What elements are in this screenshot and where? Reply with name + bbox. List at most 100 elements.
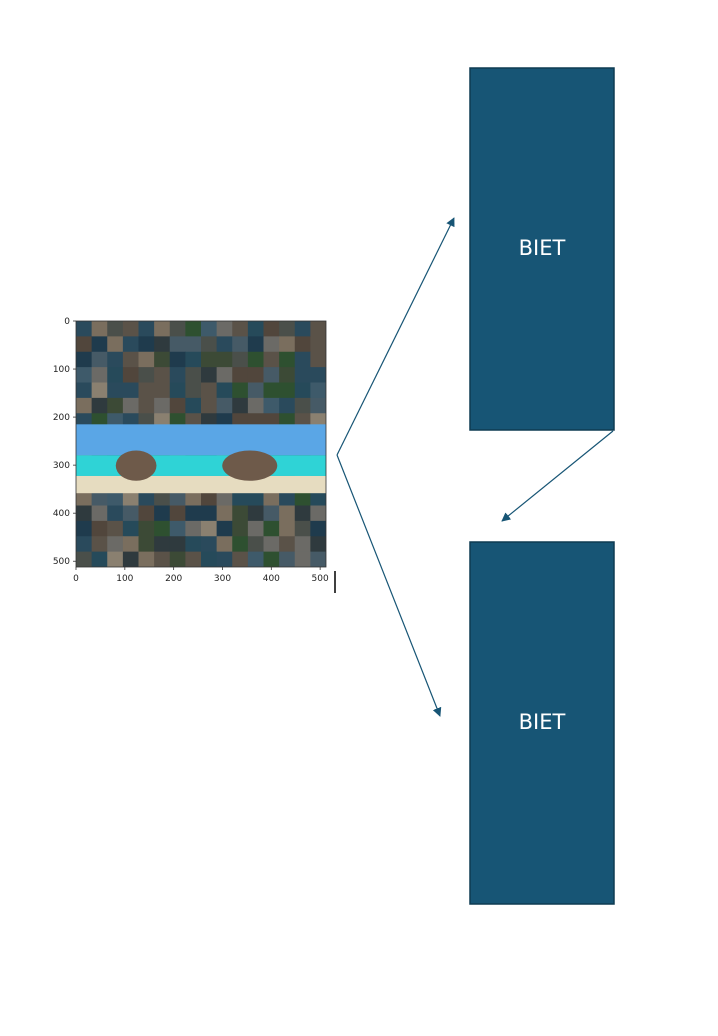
mosaic-tile (138, 351, 155, 368)
mosaic-tile (232, 490, 249, 506)
x-tick-label: 0 (73, 574, 79, 584)
mosaic-tile (76, 351, 93, 368)
mosaic-tile (263, 351, 280, 368)
mosaic-tile (247, 505, 264, 522)
mosaic-tile (294, 536, 311, 553)
mosaic-tile (138, 551, 155, 567)
mosaic-tile (76, 551, 93, 567)
image-frame (75, 320, 327, 568)
mosaic-tile (201, 382, 218, 399)
mosaic-tile (138, 382, 155, 399)
mosaic-tile (154, 520, 171, 537)
beach-sky (168, 424, 294, 456)
mosaic-tile (185, 321, 202, 337)
mosaic-tile (279, 551, 296, 567)
mosaic-tile (107, 336, 124, 353)
mosaic-tile (310, 490, 326, 506)
mosaic-tile (138, 367, 155, 383)
mosaic-tile (201, 321, 218, 337)
mosaic-tile (138, 490, 155, 506)
mosaic-tile (247, 367, 264, 383)
mosaic-tile (263, 397, 280, 414)
mosaic-tile (263, 551, 280, 567)
mosaic-tile (185, 367, 202, 383)
mosaic-tile (154, 551, 171, 567)
mosaic-tile (216, 367, 233, 383)
mosaic-tile (169, 367, 186, 383)
mosaic-tile (294, 490, 311, 506)
mosaic-tile (263, 367, 280, 383)
mosaic-tile (76, 321, 93, 337)
mosaic-tile (169, 351, 186, 368)
mosaic-tile (169, 536, 186, 553)
mosaic-tile (201, 367, 218, 383)
y-tick-label: 200 (53, 413, 70, 423)
mosaic-tile (107, 520, 124, 537)
mosaic-tile (169, 490, 186, 506)
mosaic-tile (247, 536, 264, 553)
mosaic-tile (138, 397, 155, 414)
mosaic-tile (91, 351, 108, 368)
bottom-box: BIET (469, 541, 615, 905)
mosaic-tile (247, 321, 264, 337)
mosaic-tile (263, 505, 280, 522)
mosaic-tile (154, 490, 171, 506)
mosaic-tile (232, 382, 249, 399)
mosaic-tile (232, 397, 249, 414)
mosaic-tile (91, 551, 108, 567)
mosaic-tile (76, 367, 93, 383)
mosaic-tile (279, 336, 296, 353)
beach-rock (222, 450, 278, 481)
mosaic-tile (122, 382, 139, 399)
mosaic-tile (185, 397, 202, 414)
mosaic-tile (201, 505, 218, 522)
mosaic-tile (154, 351, 171, 368)
mosaic-tile (122, 551, 139, 567)
mosaic-tile (279, 397, 296, 414)
mosaic-tile (91, 321, 108, 337)
mosaic-tile (294, 367, 311, 383)
mosaic-tile (216, 520, 233, 537)
beach-sand (168, 475, 294, 494)
top-box: BIET (469, 67, 615, 431)
mosaic-tile (154, 382, 171, 399)
mosaic-tile (169, 397, 186, 414)
mosaic-tile (107, 505, 124, 522)
mosaic-tile (122, 367, 139, 383)
mosaic-tile (122, 490, 139, 506)
mosaic-tile (232, 505, 249, 522)
mosaic-tile (91, 336, 108, 353)
mosaic-tile (232, 551, 249, 567)
mosaic-tile (201, 536, 218, 553)
mosaic-tile (216, 536, 233, 553)
arrow-to-top-box (336, 217, 455, 456)
mosaic-tile (232, 367, 249, 383)
mosaic-tile (201, 351, 218, 368)
mosaic-tile (216, 505, 233, 522)
mosaic-tile (154, 397, 171, 414)
mosaic-tile (122, 351, 139, 368)
mosaic-tile (294, 520, 311, 537)
mosaic-tile (247, 351, 264, 368)
mosaic-tile (107, 536, 124, 553)
y-tick-label: 300 (53, 461, 70, 471)
mosaic-tile (91, 536, 108, 553)
mosaic-tile (107, 321, 124, 337)
x-tick-label: 200 (165, 574, 182, 584)
mosaic-tile (169, 505, 186, 522)
mosaic-tile (185, 490, 202, 506)
mosaic-tile (247, 490, 264, 506)
mosaic-tile (310, 321, 326, 337)
mosaic-tile (294, 321, 311, 337)
mosaic-tile (310, 551, 326, 567)
mosaic-tile (185, 336, 202, 353)
mosaic-tile (91, 397, 108, 414)
mosaic-tile (107, 351, 124, 368)
mosaic-tile (310, 382, 326, 399)
mosaic-tile (185, 351, 202, 368)
mosaic-tile (154, 505, 171, 522)
mosaic-tile (279, 505, 296, 522)
